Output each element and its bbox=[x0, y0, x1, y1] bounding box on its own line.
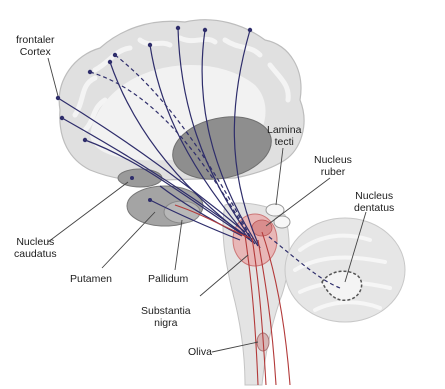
label-oliva: Oliva bbox=[188, 346, 212, 358]
label-frontaler-cortex: frontaler Cortex bbox=[16, 34, 55, 58]
label-putamen: Putamen bbox=[70, 273, 112, 285]
label-nucleus-dentatus: Nucleus dentatus bbox=[354, 190, 394, 214]
label-lamina-tecti: Lamina tecti bbox=[267, 124, 301, 148]
cerebellum bbox=[285, 218, 405, 322]
label-nucleus-ruber: Nucleus ruber bbox=[314, 154, 352, 178]
label-nucleus-caudatus: Nucleus caudatus bbox=[14, 236, 57, 260]
label-pallidum: Pallidum bbox=[148, 273, 188, 285]
label-substantia-nigra: Substantia nigra bbox=[141, 305, 191, 329]
